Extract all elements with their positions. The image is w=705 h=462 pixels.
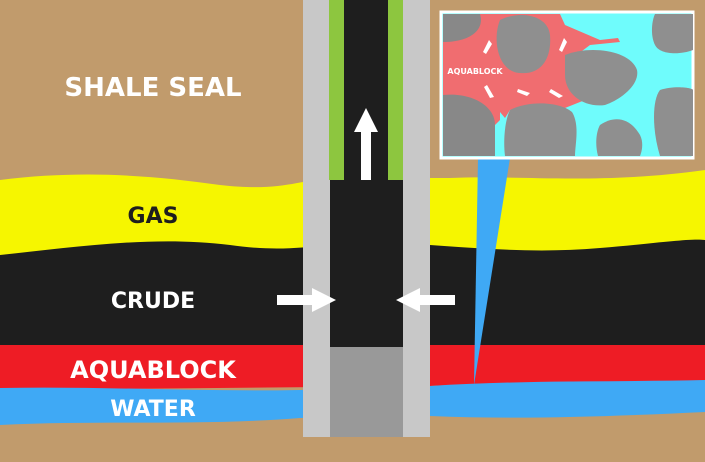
flow-arrow-icon <box>549 89 563 98</box>
tubing-left <box>329 0 344 180</box>
zoom-wedge <box>474 158 510 385</box>
water-label: WATER <box>110 397 196 422</box>
crude-label: CRUDE <box>111 289 195 314</box>
gas-label: GAS <box>128 204 179 229</box>
flow-arrow-icon <box>483 40 492 54</box>
inset-flow-arrows <box>483 38 567 98</box>
inset-pore-view: AQUABLOCK <box>439 10 695 160</box>
aquablock-label: AQUABLOCK <box>70 356 237 384</box>
casing-right <box>403 0 430 437</box>
water-plug <box>330 347 403 437</box>
inset-aquablock-label: AQUABLOCK <box>447 67 503 76</box>
tubing-right <box>388 0 403 180</box>
flow-arrow-icon <box>559 38 567 52</box>
casing-left <box>303 0 330 437</box>
left-arrow-icon <box>396 288 455 312</box>
up-arrow-icon <box>354 108 378 180</box>
shale-seal-label: SHALE SEAL <box>64 73 241 103</box>
right-arrow-icon <box>277 288 336 312</box>
flow-arrow-icon <box>484 85 494 98</box>
flow-arrow-icon <box>517 89 530 96</box>
